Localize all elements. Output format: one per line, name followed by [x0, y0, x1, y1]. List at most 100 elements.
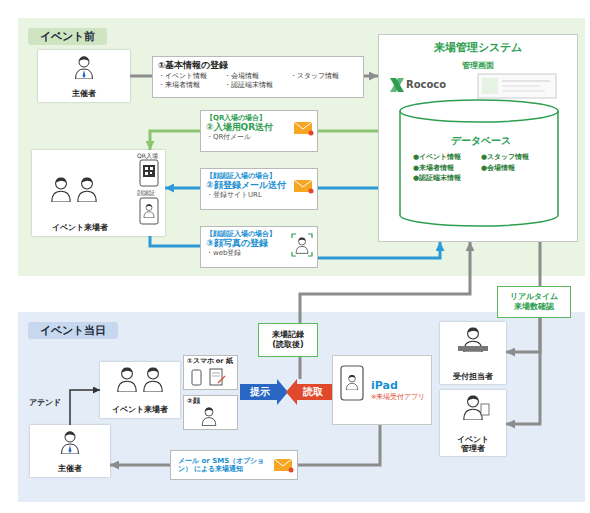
node-text: ①基本情報の登録 [158, 60, 358, 70]
screen-mock [502, 86, 540, 87]
node-text: イベント 管理者 [453, 435, 493, 453]
tablet-icon [341, 366, 363, 400]
node-text: イベント来場者 [112, 405, 168, 415]
mail-icon [294, 180, 314, 194]
shape-path [400, 100, 558, 226]
node-text: ・会場情報 [224, 72, 290, 80]
node-text: ③顔写真の登録 [206, 238, 312, 249]
database-cylinder: データベース●イベント情報●スタッフ情報●来場者情報●会場情報●認証端末情報 [399, 99, 559, 227]
text-group: 主催者 [72, 89, 96, 99]
present-arrow: 提示 [240, 379, 288, 405]
text-group: イベント来場者 [52, 223, 108, 233]
shape-outline [399, 99, 559, 227]
connector-line [318, 187, 378, 190]
node-text: イベント当日 [40, 324, 106, 337]
face-phone-icon [140, 198, 158, 224]
screen-mock [482, 78, 498, 94]
node-text: ・QR付メール [206, 133, 312, 141]
mail-icon [294, 180, 312, 187]
logo-text: Rococo [406, 79, 446, 91]
connector-line [539, 242, 542, 286]
text-group: イベント来場者 [112, 405, 168, 415]
qr-phone-icon [140, 160, 158, 186]
qr-phone-icon [150, 167, 153, 170]
face-phone-icon [140, 198, 158, 224]
tablet-icon [346, 375, 357, 390]
text-group: ②顔 [187, 398, 234, 406]
node-text: 来場管理システム [385, 41, 571, 54]
text-group: 読取 [303, 386, 323, 397]
text-group: イベント 管理者 [453, 435, 493, 453]
text-group: 受付担当者 [453, 372, 493, 381]
text-group: ①基本情報の登録・イベント情報・会場情報・スタッフ情報・来場者情報・認証端末情報 [158, 60, 358, 89]
qr-phone-icon [150, 172, 152, 174]
node-text: 主催者 [72, 89, 96, 99]
phone-paper-icon [192, 370, 201, 385]
connector-line [165, 187, 200, 190]
icon-caption: QR入場 [137, 152, 158, 159]
node-text: ①スマホ or 紙 [187, 358, 234, 366]
node-text: 読取 [303, 386, 323, 397]
text-group: リアルタイム 来場数確認 [506, 292, 562, 311]
tablet-icon [341, 366, 363, 400]
node-text: ※来場受付アプリ [371, 394, 431, 402]
node-text: 【顔認証入場の場合】 [206, 172, 312, 180]
node-text: ・スタッフ情報 [290, 72, 356, 80]
node-text: ・認証端末情報 [224, 81, 290, 89]
node-text: 【QR入場の場合】 [206, 114, 312, 122]
screen-mock [478, 74, 556, 98]
node-text: ●スタッフ情報 [481, 152, 549, 163]
phase-band: イベント前主催者①基本情報の登録・イベント情報・会場情報・スタッフ情報・来場者情… [18, 18, 585, 276]
node-text: イベント前 [40, 30, 95, 43]
face-phone-icon [144, 204, 154, 218]
visitor-box: イベント来場者 [100, 362, 180, 418]
mail-icon [274, 459, 294, 473]
text-group: 来場記録 (読取後) [268, 330, 308, 349]
mail-icon [294, 122, 314, 136]
text-group: メール or SMS（オプション） による来場通知 [178, 457, 271, 474]
node-text: 来場記録 (読取後) [268, 330, 308, 349]
connector-line [110, 464, 170, 467]
node-text: メール or SMS（オプション） による来場通知 [178, 457, 271, 474]
phone-paper-icon [212, 373, 220, 374]
node-text: ②顔 [187, 398, 234, 406]
organizer-icon [69, 445, 72, 453]
mail-icon [294, 122, 312, 129]
node-text: iPad [371, 379, 431, 392]
qr-phone-icon [145, 167, 148, 170]
read-arrow: 読取 [286, 379, 332, 405]
text-group: 主催者 [58, 464, 82, 474]
text-group: iPad ※来場受付アプリ [371, 379, 431, 402]
record-label: 来場記録 (読取後) [258, 323, 318, 357]
screen-mock [502, 81, 550, 82]
node-text: 受付担当者 [453, 372, 493, 381]
icon-caption: 顔認証 [137, 189, 155, 196]
connector-line [130, 75, 152, 78]
phase-band: イベント当日イベント来場者 ①スマホ or 紙 ②顔 提示 読取 iPad ※来場受付アプリ… [18, 312, 585, 502]
node-text: 主催者 [58, 464, 82, 474]
node-text: ・来場者情報 [158, 81, 224, 89]
text-group: データベース●イベント情報●スタッフ情報●来場者情報●会場情報●認証端末情報 [413, 135, 549, 184]
shape-path [286, 379, 332, 405]
text-group: 提示 [250, 386, 270, 397]
screen-mock [502, 91, 545, 92]
node-text: イベント来場者 [52, 223, 108, 233]
node-text: 提示 [250, 386, 270, 397]
connector-line [299, 357, 302, 379]
node-text: ・登録サイトURL [206, 191, 312, 199]
mail-icon [289, 468, 294, 473]
mail-icon [274, 459, 292, 466]
manager-icon [481, 404, 489, 415]
node-text: 【顔認証入場の場合】 [206, 230, 312, 238]
connector-label: アテンド [29, 398, 61, 408]
node-text: ●イベント情報 [413, 152, 481, 163]
node-text: ●認証端末情報 [413, 173, 481, 184]
node-text: 管理画面 [385, 61, 571, 71]
connector-line [364, 75, 378, 78]
connector-line [318, 130, 378, 133]
qr-phone-icon [140, 160, 158, 186]
shape-path [400, 111, 558, 122]
node-text: リアルタイム 来場数確認 [506, 292, 562, 311]
mail-icon [309, 189, 314, 194]
